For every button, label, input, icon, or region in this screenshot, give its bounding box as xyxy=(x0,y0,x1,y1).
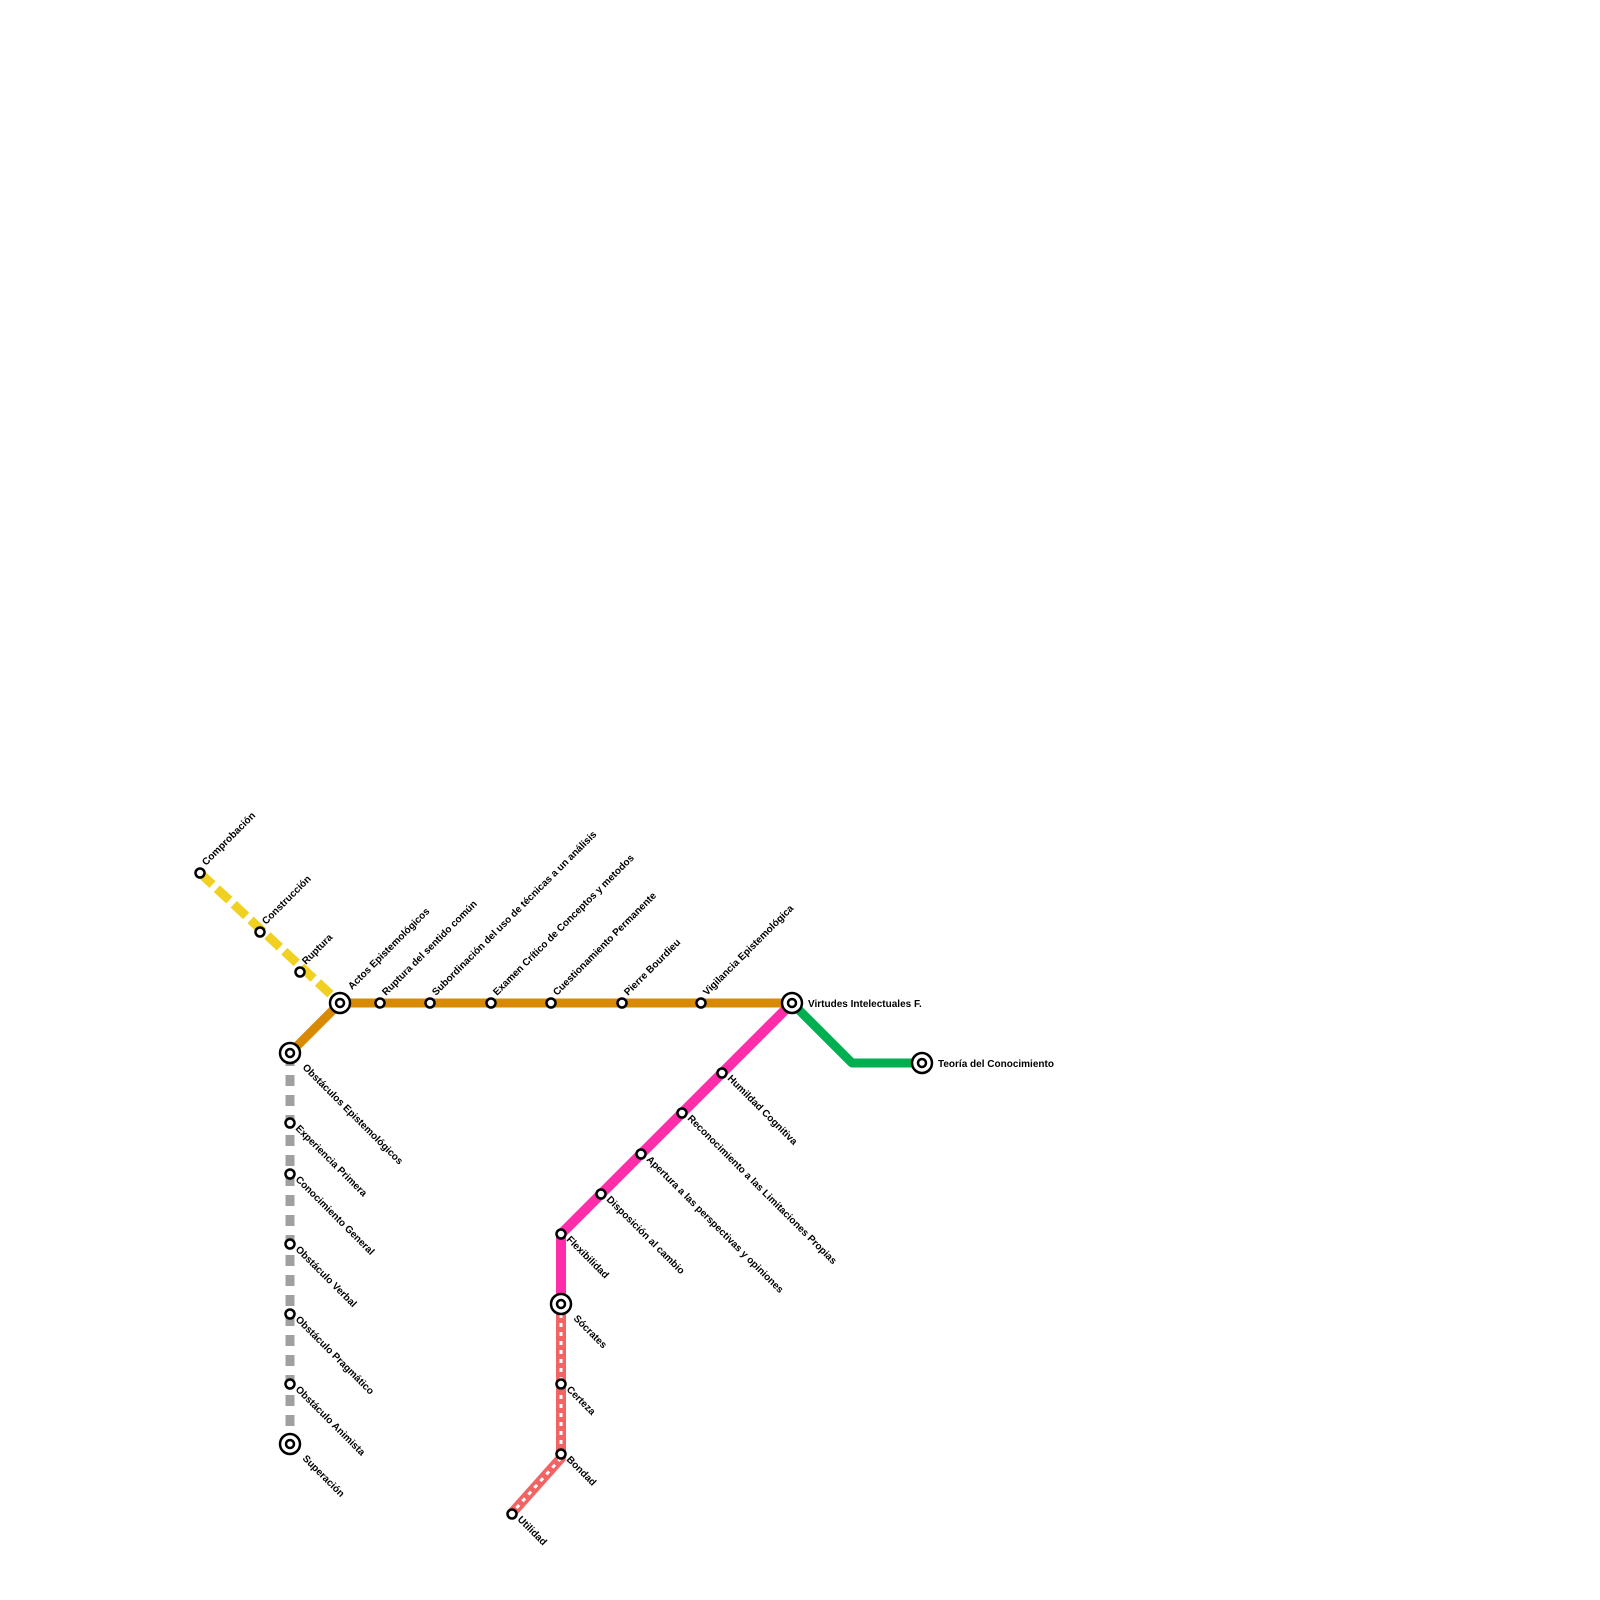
green-line xyxy=(788,999,922,1068)
station-label: Apertura a las perspectivas y opiniones xyxy=(644,1154,786,1296)
station-label: Actos Epistemológicos xyxy=(346,906,432,992)
station-obstaculos-epistemologicos[interactable]: Obstáculos Epistemológicos xyxy=(278,1041,405,1167)
station-cuestionamiento[interactable]: Cuestionamiento Permanente xyxy=(545,890,660,1009)
station-label: Obstáculo Pragmático xyxy=(293,1314,376,1397)
station-label: Pierre Bourdieu xyxy=(622,937,683,998)
station-obstaculo-pragmatico[interactable]: Obstáculo Pragmático xyxy=(284,1308,376,1398)
station-label: Certeza xyxy=(564,1384,598,1418)
station-label: Teoría del Conocimiento xyxy=(938,1059,1054,1070)
orange-line xyxy=(286,998,792,1057)
station-superacion[interactable]: Superación xyxy=(278,1432,346,1500)
yellow-line xyxy=(196,869,344,1007)
station-ruptura[interactable]: Ruptura xyxy=(294,932,336,978)
station-humildad-cognitiva[interactable]: Humildad Cognitiva xyxy=(716,1067,800,1148)
station-label: Vigilancia Epistemológica xyxy=(701,903,796,998)
station-label: Obstáculo Animista xyxy=(293,1384,367,1458)
station-vigilancia[interactable]: Vigilancia Epistemológica xyxy=(695,903,797,1009)
station-label: Bondad xyxy=(564,1454,598,1488)
station-experiencia-primera[interactable]: Experiencia Primera xyxy=(284,1117,369,1200)
station-label: Utilidad xyxy=(515,1514,549,1548)
station-label: Disposición al cambio xyxy=(604,1194,686,1276)
station-label: Flexibilidad xyxy=(564,1234,611,1281)
station-label: Sócrates xyxy=(571,1313,609,1351)
station-label: Obstáculo Verbal xyxy=(293,1244,359,1310)
station-label: Reconocimiento a las Limitaciones Propia… xyxy=(685,1113,839,1267)
station-reconocimiento-limitaciones[interactable]: Reconocimiento a las Limitaciones Propia… xyxy=(676,1107,839,1268)
station-bondad[interactable]: Bondad xyxy=(555,1448,598,1489)
station-conocimiento-general[interactable]: Conocimiento General xyxy=(284,1168,377,1258)
station-label: Superación xyxy=(300,1453,346,1499)
station-apertura-perspectivas[interactable]: Apertura a las perspectivas y opiniones xyxy=(635,1148,786,1297)
station-teoria-conocimiento[interactable]: Teoría del Conocimiento xyxy=(910,1051,1054,1075)
station-label: Construcción xyxy=(260,874,313,927)
station-utilidad[interactable]: Utilidad xyxy=(506,1508,549,1549)
station-label: Humildad Cognitiva xyxy=(725,1073,799,1147)
station-comprobacion[interactable]: Comprobación xyxy=(194,810,259,879)
salmon-line xyxy=(508,1305,566,1517)
station-label: Virtudes Intelectuales F. xyxy=(808,999,922,1010)
station-label: Comprobación xyxy=(200,810,258,868)
station-obstaculo-verbal[interactable]: Obstáculo Verbal xyxy=(284,1238,359,1311)
station-pierre-bourdieu[interactable]: Pierre Bourdieu xyxy=(616,937,684,1009)
station-label: Ruptura xyxy=(300,932,335,967)
station-disposicion-cambio[interactable]: Disposición al cambio xyxy=(595,1188,687,1277)
station-virtudes-intelectuales[interactable]: Virtudes Intelectuales F. xyxy=(780,991,922,1015)
